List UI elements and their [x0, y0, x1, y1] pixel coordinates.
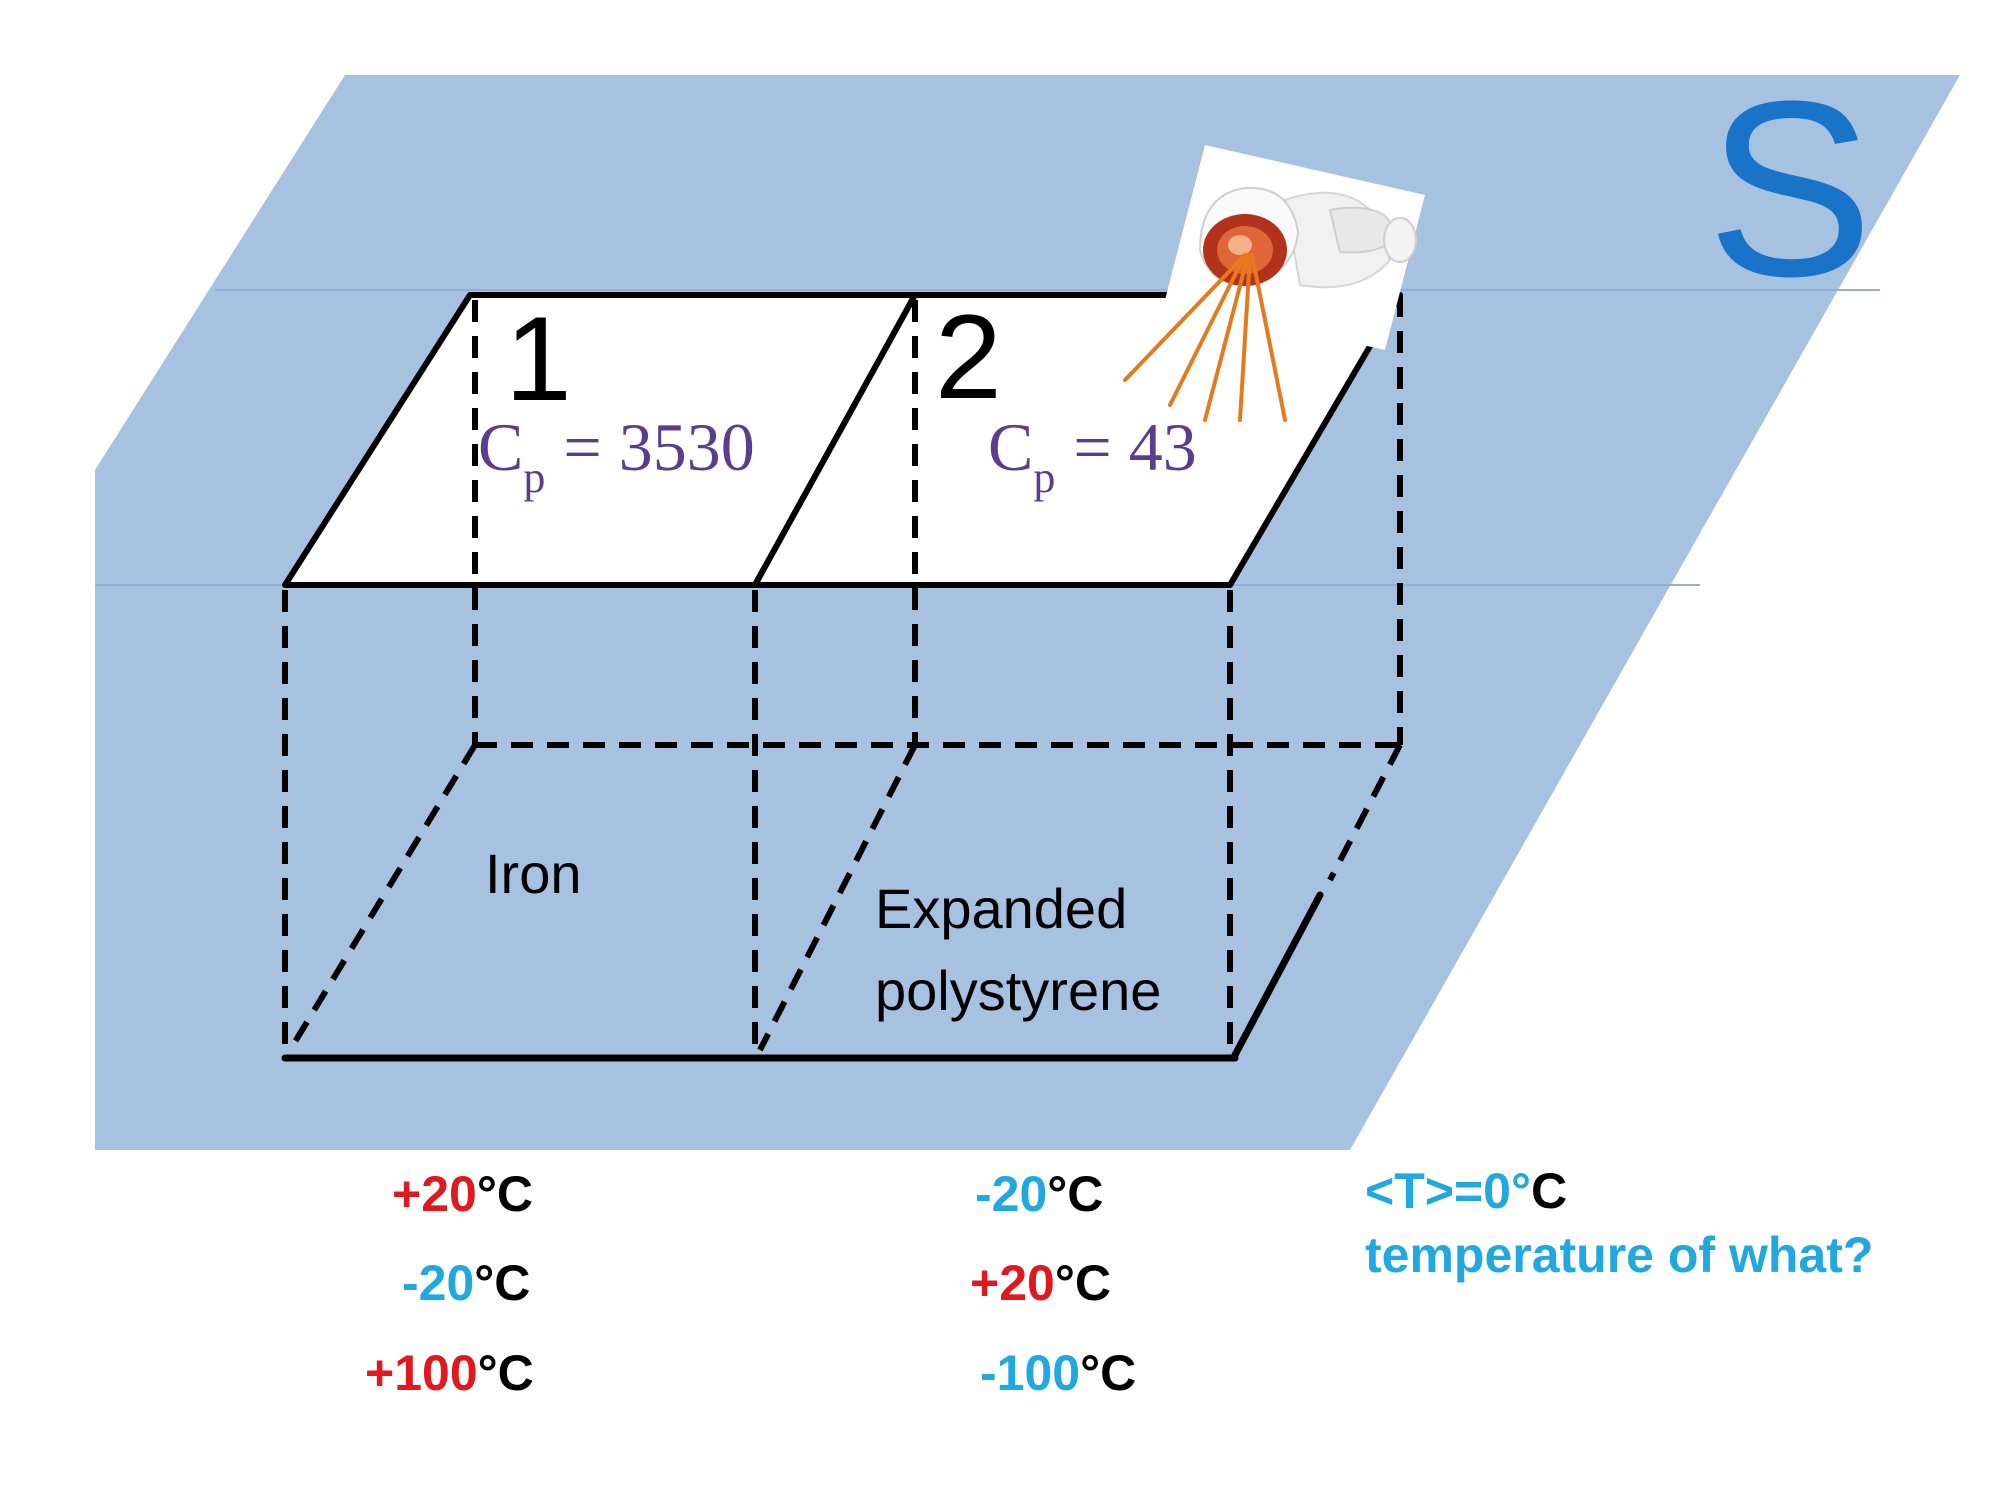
box1-material: Iron [485, 842, 582, 905]
left-temp-2: -20°C [402, 1255, 530, 1311]
box1-number: 1 [505, 292, 572, 426]
right-temp-2-unit: °C [1055, 1255, 1111, 1311]
box1-cp-symbol: C [478, 409, 523, 485]
plane-symbol: S [1707, 49, 1874, 328]
box2-cp-subscript: p [1033, 453, 1055, 502]
box2-heat-capacity: Cp = 43 [988, 409, 1197, 502]
left-temp-2-unit: °C [474, 1255, 530, 1311]
right-temp-2-value: +20 [970, 1255, 1055, 1311]
visible-edges [281, 891, 1324, 1062]
hidden-edges [282, 295, 1403, 1055]
left-temp-2-value: -20 [402, 1255, 474, 1311]
average-question: temperature of what? [1365, 1227, 1873, 1283]
right-temp-1-value: -20 [975, 1166, 1047, 1222]
right-temp-2: +20°C [970, 1255, 1111, 1311]
right-temp-1-unit: °C [1047, 1166, 1103, 1222]
box1-cp-value: = 3530 [563, 409, 754, 485]
right-temp-1: -20°C [975, 1166, 1103, 1222]
heat-lamp-icon [1165, 145, 1425, 350]
left-temperature-column: +20°C -20°C +100°C [365, 1166, 534, 1401]
left-temp-1: +20°C [392, 1166, 533, 1222]
average-temperature-expr: <T>=0° [1365, 1163, 1531, 1219]
left-temp-3: +100°C [365, 1345, 534, 1401]
box1-heat-capacity: Cp = 3530 [478, 409, 755, 502]
heat-rays [1123, 253, 1287, 422]
left-temp-1-unit: °C [477, 1166, 533, 1222]
average-temperature: <T>=0°C [1365, 1163, 1567, 1219]
average-temperature-unit: C [1531, 1163, 1567, 1219]
left-temp-1-value: +20 [392, 1166, 477, 1222]
right-temp-3-unit: °C [1080, 1345, 1136, 1401]
box2-number: 2 [935, 290, 1002, 424]
right-temp-3-value: -100 [980, 1345, 1080, 1401]
box2-material-line2: polystyrene [875, 959, 1161, 1022]
right-temp-3: -100°C [980, 1345, 1136, 1401]
box2-material-line1: Expanded [875, 877, 1127, 940]
box1-cp-subscript: p [523, 453, 545, 502]
box2-cp-symbol: C [988, 409, 1033, 485]
left-temp-3-value: +100 [365, 1345, 478, 1401]
left-temp-3-unit: °C [478, 1345, 534, 1401]
right-temperature-column: -20°C +20°C -100°C [970, 1166, 1136, 1401]
box2-cp-value: = 43 [1073, 409, 1196, 485]
